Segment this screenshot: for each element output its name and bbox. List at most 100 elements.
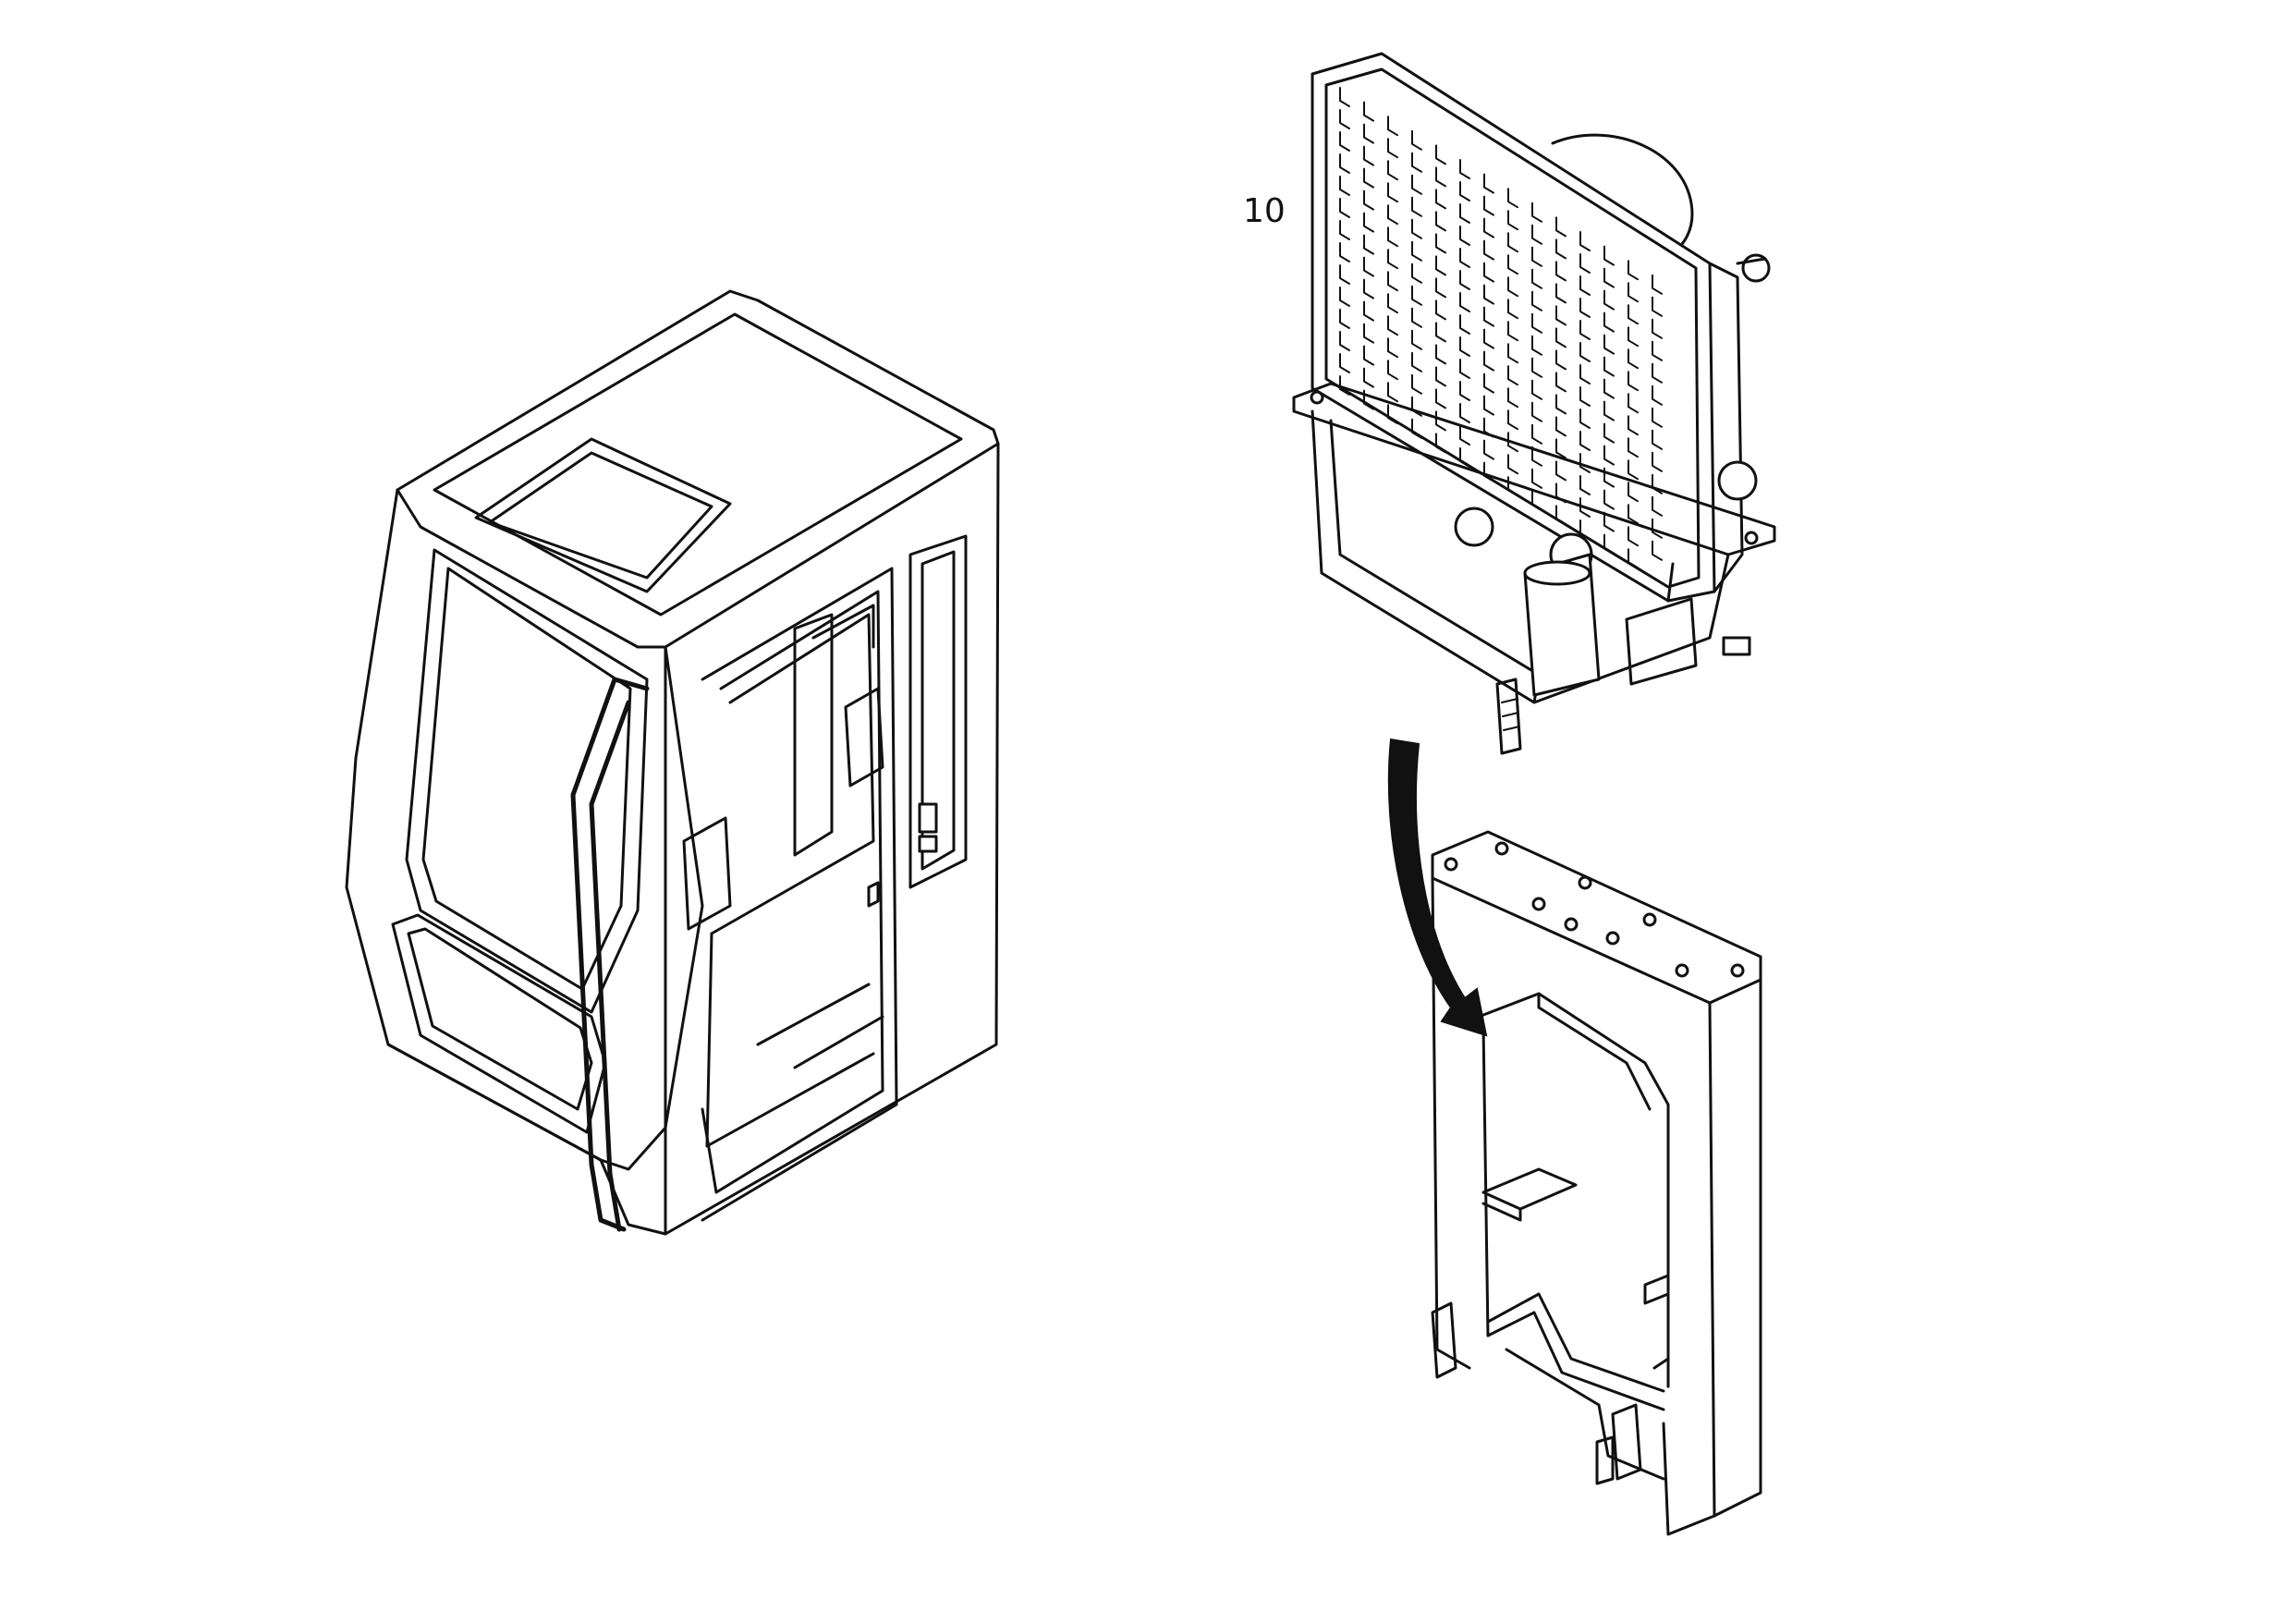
- grille-cell: [1459, 314, 1470, 335]
- grille-cell: [1628, 459, 1639, 481]
- grille-cell: [1603, 356, 1615, 377]
- grille-cell: [1555, 394, 1567, 415]
- mounting-frame-drawing: [1431, 830, 1762, 1536]
- grille-cell: [1628, 260, 1639, 281]
- mounting-direction-arrow: [1387, 738, 1488, 1037]
- grille-cell: [1435, 144, 1446, 165]
- grille-cell: [1411, 196, 1422, 217]
- grille-cell: [1603, 245, 1615, 266]
- grille-cell: [1555, 283, 1567, 304]
- grille-cell: [1628, 504, 1639, 525]
- grille-cell: [1411, 329, 1422, 350]
- grille-cell: [1387, 271, 1398, 292]
- grille-cell: [1339, 331, 1350, 351]
- grille-cell: [1459, 336, 1470, 357]
- grille-cell: [1459, 159, 1470, 179]
- grille-cell: [1555, 416, 1567, 437]
- grille-cell: [1507, 276, 1518, 298]
- grille-cell: [1531, 423, 1542, 445]
- grille-cell: [1603, 445, 1615, 466]
- grille-cell: [1531, 490, 1542, 511]
- grille-cell: [1363, 167, 1374, 189]
- grille-cell: [1507, 409, 1518, 431]
- grille-cell: [1387, 315, 1398, 336]
- grille-cell: [1603, 378, 1615, 399]
- grille-cell: [1555, 505, 1567, 526]
- grille-cell: [1339, 153, 1350, 174]
- bolt-hole: [1494, 841, 1509, 856]
- grille-cell: [1363, 123, 1374, 144]
- grille-cell: [1387, 360, 1398, 381]
- grille-cell: [1579, 364, 1591, 385]
- grille-cell: [1459, 447, 1470, 468]
- grille-cell: [1531, 224, 1542, 245]
- grille-cell: [1435, 344, 1446, 365]
- grille-cell: [1411, 373, 1422, 395]
- grille-cell: [1339, 264, 1350, 285]
- grille-cell: [1555, 305, 1567, 326]
- grille-cell: [1483, 372, 1494, 394]
- grille-cell: [1507, 365, 1518, 386]
- grille-cell: [1363, 367, 1374, 388]
- grille-cell: [1483, 439, 1494, 460]
- grille-cell: [1483, 350, 1494, 372]
- bolt-hole: [1730, 963, 1745, 978]
- grille-cell: [1339, 87, 1350, 107]
- grille-cell: [1652, 540, 1663, 561]
- grille-cell: [1555, 238, 1567, 260]
- grille-cell: [1387, 116, 1398, 137]
- grille-cell: [1339, 131, 1350, 152]
- grille-cell: [1531, 246, 1542, 267]
- grille-cell: [1363, 256, 1374, 277]
- grille-cell: [1652, 274, 1663, 295]
- grille-cell: [1603, 311, 1615, 333]
- radiator-cooler-assembly-drawing: [1292, 52, 1776, 755]
- grille-cell: [1411, 174, 1422, 195]
- grille-cell: [1628, 282, 1639, 303]
- grille-cell: [1339, 375, 1350, 396]
- grille-cell: [1459, 359, 1470, 379]
- grille-cell: [1507, 188, 1518, 209]
- grille-cell: [1435, 433, 1446, 454]
- grille-cell: [1628, 326, 1639, 348]
- grille-cell: [1555, 349, 1567, 371]
- grille-cell: [1507, 387, 1518, 409]
- grille-cell: [1459, 203, 1470, 224]
- grille-cell: [1435, 299, 1446, 321]
- grille-cell: [1507, 299, 1518, 320]
- grille-cell: [1652, 451, 1663, 472]
- grille-cell: [1363, 300, 1374, 322]
- grille-cell: [1555, 327, 1567, 348]
- grille-cell: [1579, 253, 1591, 274]
- grille-cell: [1603, 267, 1615, 288]
- grille-cell: [1459, 381, 1470, 401]
- grille-cell: [1363, 345, 1374, 366]
- grille-cell: [1628, 304, 1639, 325]
- grille-cell: [1579, 342, 1591, 362]
- grille-cell: [1363, 212, 1374, 233]
- grille-cell: [1531, 446, 1542, 467]
- grille-cell: [1363, 278, 1374, 299]
- grille-cell: [1652, 362, 1663, 384]
- grille-cell: [1652, 429, 1663, 450]
- grille-cell: [1483, 195, 1494, 216]
- grille-cell: [1628, 415, 1639, 436]
- grille-cell: [1435, 233, 1446, 254]
- grille-cell: [1652, 296, 1663, 317]
- grille-cell: [1363, 145, 1374, 166]
- grille-cell: [1363, 189, 1374, 211]
- grille-cell: [1555, 216, 1567, 238]
- grille-cell: [1387, 337, 1398, 359]
- grille-cell: [1411, 240, 1422, 262]
- grille-cell: [1459, 403, 1470, 423]
- grille-cell: [1531, 312, 1542, 334]
- grille-cell: [1483, 262, 1494, 283]
- grille-cell: [1339, 242, 1350, 263]
- grille-cell: [1435, 189, 1446, 210]
- grille-cell: [1483, 173, 1494, 194]
- grille-cell: [1652, 495, 1663, 517]
- grille-cell: [1628, 393, 1639, 414]
- grille-cell: [1603, 533, 1615, 555]
